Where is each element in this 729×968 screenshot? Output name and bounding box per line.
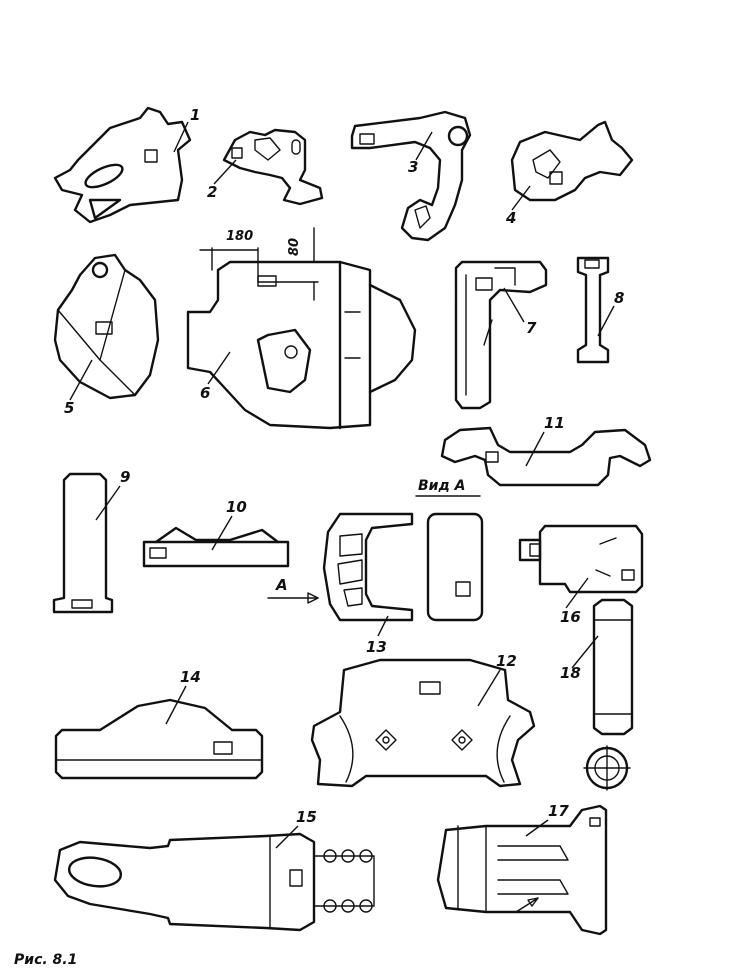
part-1-drawing [53, 106, 192, 224]
part-18-drawing [583, 598, 634, 791]
view-a-label: Вид А [418, 478, 466, 494]
label-5: 5 [64, 399, 74, 417]
dimension-180: 180 [226, 229, 253, 244]
label-11: 11 [544, 414, 565, 432]
part-12-drawing [310, 658, 536, 788]
label-18: 18 [560, 664, 581, 682]
label-13: 13 [366, 638, 387, 656]
part-7-drawing [454, 260, 548, 410]
label-10: 10 [226, 498, 247, 516]
part-17-drawing [436, 804, 608, 936]
label-6: 6 [200, 384, 210, 402]
part-13-drawing [267, 495, 484, 622]
part-4-drawing [510, 120, 634, 202]
part-5-drawing [53, 253, 160, 400]
label-8: 8 [614, 289, 624, 307]
part-11-drawing [440, 426, 652, 487]
label-15: 15 [296, 808, 317, 826]
label-12: 12 [496, 652, 517, 670]
part-6-drawing [186, 227, 417, 430]
label-3: 3 [408, 158, 418, 176]
part-10-drawing [142, 526, 290, 568]
label-14: 14 [180, 668, 201, 686]
dimension-80: 80 [287, 238, 302, 256]
part-15-drawing [53, 832, 375, 932]
part-14-drawing [54, 698, 264, 780]
label-17: 17 [548, 802, 569, 820]
label-9: 9 [120, 468, 130, 486]
part-16-drawing [518, 524, 644, 594]
label-4: 4 [505, 209, 516, 227]
label-7: 7 [526, 319, 537, 337]
part-2-drawing [222, 128, 324, 206]
label-2: 2 [207, 183, 217, 201]
part-3-drawing [350, 110, 472, 242]
label-1: 1 [190, 106, 200, 124]
part-8-drawing [576, 256, 610, 364]
part-9-drawing [52, 472, 114, 614]
figure-caption: Рис. 8.1 [14, 952, 77, 968]
label-16: 16 [560, 608, 581, 626]
arrow-a-label: А [275, 576, 288, 594]
